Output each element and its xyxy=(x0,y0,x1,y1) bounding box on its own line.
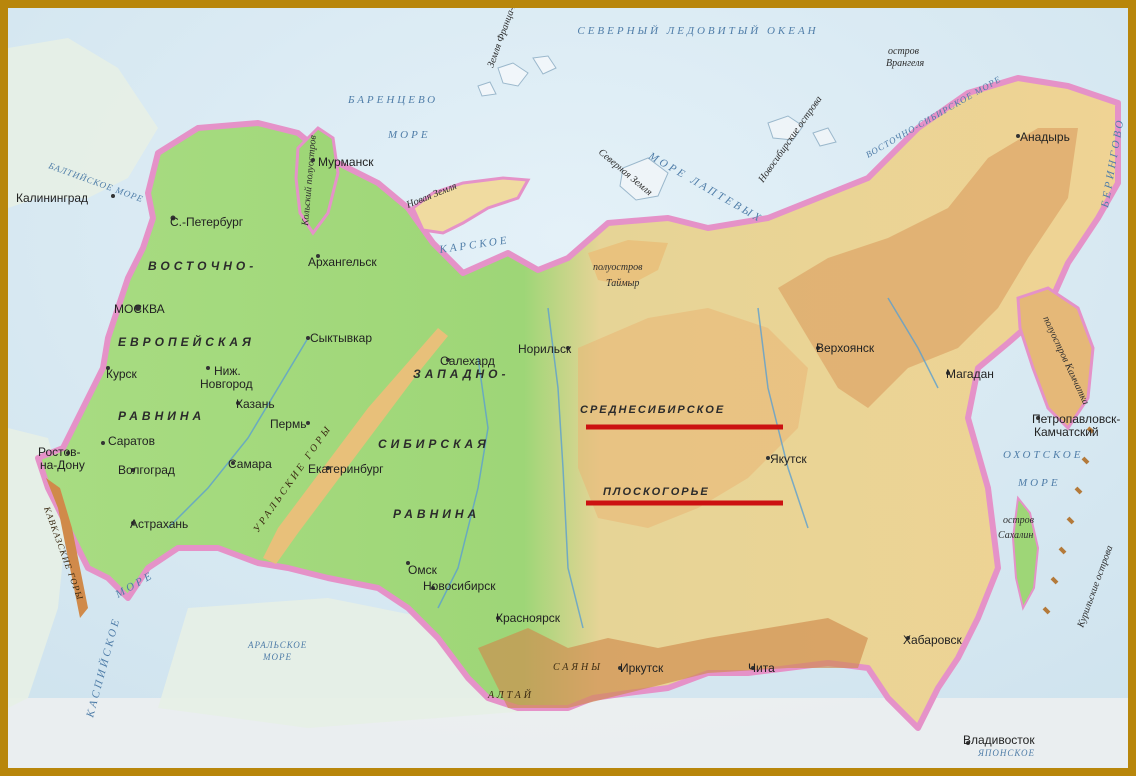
city-yakutsk: Якутск xyxy=(770,452,807,466)
city-salekhard: Салехард xyxy=(440,354,495,368)
city-murmansk: Мурманск xyxy=(318,155,374,169)
region-west-siberian-3: РАВНИНА xyxy=(393,507,480,521)
caucasus-range xyxy=(46,478,88,618)
city-vladivostok: Владивосток xyxy=(963,733,1035,747)
city-novosibirsk: Новосибирск xyxy=(423,579,496,593)
island-label-sakhalin-2: Сахалин xyxy=(998,530,1033,541)
franz-josef-land xyxy=(477,55,557,97)
region-sayan: САЯНЫ xyxy=(553,662,603,673)
northeast-mountains xyxy=(778,128,1078,408)
region-west-siberian-1: ЗАПАДНО- xyxy=(413,367,509,381)
island-label-wrangel-1: остров xyxy=(888,46,920,57)
city-petropavlovsk-2: Камчатский xyxy=(1034,425,1099,439)
city-kazan: Казань xyxy=(236,397,275,411)
city-khabarovsk: Хабаровск xyxy=(903,633,963,647)
city-kursk: Курск xyxy=(106,367,138,381)
city-markers xyxy=(66,134,1040,745)
island-label-wrangel-2: Врангеля xyxy=(886,58,925,69)
ural-range xyxy=(263,328,448,564)
island-label-taimyr-1: полуостров xyxy=(593,262,643,273)
city-rostov-1: Ростов- xyxy=(38,445,81,459)
physical-map-russia: СЕВЕРНЫЙ ЛЕДОВИТЫЙ ОКЕАН БАРЕНЦЕВО МОРЕ … xyxy=(8,8,1128,768)
city-omsk: Омск xyxy=(408,563,438,577)
city-norilsk: Норильск xyxy=(518,342,572,356)
sea-label-arctic-ocean: СЕВЕРНЫЙ ЛЕДОВИТЫЙ ОКЕАН xyxy=(577,25,818,37)
taimyr xyxy=(588,240,668,286)
kola-peninsula xyxy=(294,126,340,236)
kamchatka xyxy=(1016,286,1095,431)
city-rostov-2: на-Дону xyxy=(40,458,85,472)
region-central-siberian-2: ПЛОСКОГОРЬЕ xyxy=(603,486,710,498)
city-samara: Самара xyxy=(228,457,272,471)
sea-label-barents-2: МОРЕ xyxy=(387,129,431,141)
city-nizhny-2: Новгород xyxy=(200,377,253,391)
city-volgograd: Волгоград xyxy=(118,463,175,477)
kuril-islands xyxy=(1042,426,1095,615)
region-east-european-1: ВОСТОЧНО- xyxy=(148,259,257,273)
region-west-siberian-2: СИБИРСКАЯ xyxy=(378,437,490,451)
sakhalin xyxy=(1011,495,1040,611)
region-central-siberian-1: СРЕДНЕСИБИРСКОЕ xyxy=(580,404,725,416)
sea-label-japan: ЯПОНСКОЕ xyxy=(977,748,1035,758)
city-moscow: МОСКВА xyxy=(114,302,165,316)
central-siberian-plateau xyxy=(578,308,808,528)
severnaya-zemlya xyxy=(619,157,669,201)
sea-label-aral-1: АРАЛЬСКОЕ xyxy=(247,640,307,650)
city-saratov: Саратов xyxy=(108,434,155,448)
city-verkhoyansk: Верхоянск xyxy=(816,341,875,355)
city-petropavlovsk-1: Петропавловск- xyxy=(1032,412,1120,426)
novaya-zemlya xyxy=(411,176,531,235)
city-krasnoyarsk: Красноярск xyxy=(496,611,561,625)
city-irkutsk: Иркутск xyxy=(620,661,664,675)
city-syktyvkar: Сыктывкар xyxy=(310,331,372,345)
city-astrakhan: Астрахань xyxy=(130,517,188,531)
island-label-taimyr-2: Таймыр xyxy=(606,278,639,289)
city-st-petersburg: С.-Петербург xyxy=(170,215,244,229)
city-yekaterinburg: Екатеринбург xyxy=(308,462,384,476)
city-chita: Чита xyxy=(748,661,775,675)
city-anadyr: Анадырь xyxy=(1020,130,1070,144)
region-east-european-2: ЕВРОПЕЙСКАЯ xyxy=(118,333,255,349)
region-east-european-3: РАВНИНА xyxy=(118,409,205,423)
southern-mountains xyxy=(478,618,868,708)
city-nizhny-1: Ниж. xyxy=(214,364,241,378)
sea-label-okhotsk-1: ОХОТСКОЕ xyxy=(1003,449,1083,461)
sea-label-barents-1: БАРЕНЦЕВО xyxy=(347,94,438,106)
city-magadan: Магадан xyxy=(946,367,994,381)
city-arkhangelsk: Архангельск xyxy=(308,255,377,269)
city-kaliningrad: Калининград xyxy=(16,191,88,205)
region-altai: АЛТАЙ xyxy=(487,689,534,701)
sea-label-aral-2: МОРЕ xyxy=(262,652,292,662)
new-siberian-islands xyxy=(767,115,837,147)
sea-label-okhotsk-2: МОРЕ xyxy=(1017,477,1061,489)
island-label-sakhalin-1: остров xyxy=(1003,515,1035,526)
city-perm: Пермь xyxy=(270,417,306,431)
